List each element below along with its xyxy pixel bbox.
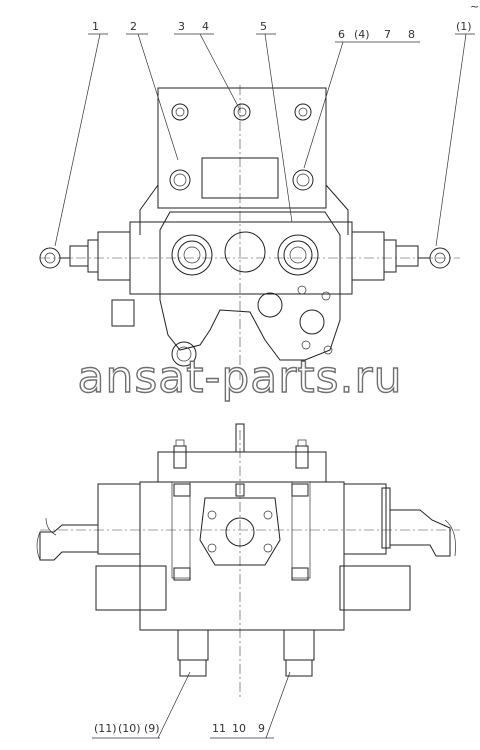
label-5: 5 (260, 20, 267, 33)
corner-mark: ~ (470, 0, 479, 13)
bottom-view-leaders (92, 671, 291, 739)
top-view (39, 85, 460, 380)
label-11-paren: (11) (94, 722, 117, 735)
label-7: 7 (384, 28, 391, 41)
label-8: 8 (408, 28, 415, 41)
label-6: 6 (338, 28, 345, 41)
label-11: 11 (212, 722, 226, 735)
label-4-paren: (4) (354, 28, 370, 41)
label-10-paren: (10) (118, 722, 141, 735)
label-1: 1 (92, 20, 99, 33)
label-1-paren: (1) (456, 20, 472, 33)
top-view-leaders (54, 33, 475, 247)
label-2: 2 (130, 20, 137, 33)
label-4: 4 (202, 20, 209, 33)
label-9-paren: (9) (144, 722, 160, 735)
label-9: 9 (258, 722, 265, 735)
label-10: 10 (232, 722, 246, 735)
bottom-view (36, 423, 460, 700)
top-view-labels: 1 2 3 4 5 6 (4) 7 8 (1) (92, 20, 472, 41)
label-3: 3 (178, 20, 185, 33)
bottom-view-labels: (11) (10) (9) 11 10 9 (94, 722, 265, 735)
watermark-text: ansat-parts.ru (78, 352, 403, 403)
